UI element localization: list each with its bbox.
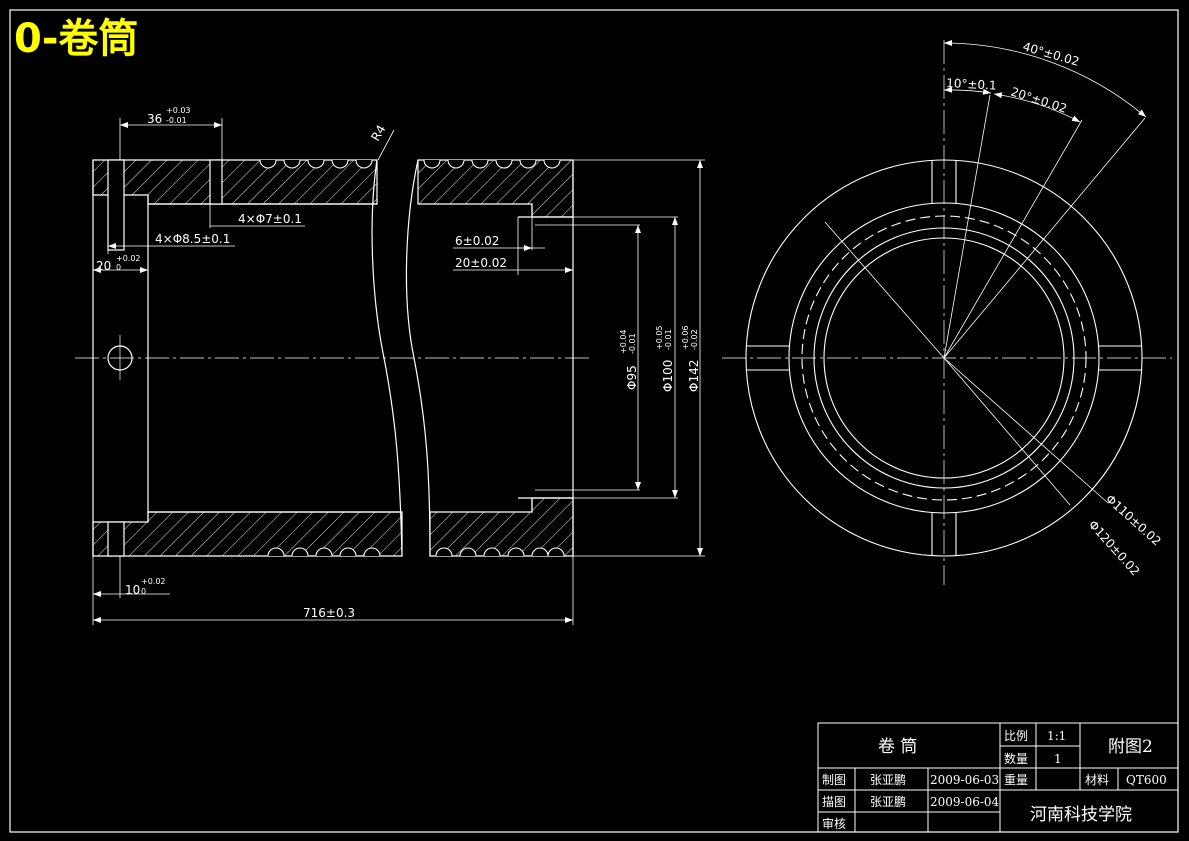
dim-36-lower: -0.01 (166, 116, 187, 125)
tb-checked-label: 审核 (822, 816, 846, 831)
groove-bottom-6 (435, 547, 453, 557)
groove-top-10 (519, 159, 537, 169)
tb-weight-label: 重量 (1004, 773, 1028, 787)
tb-material-label: 材料 (1085, 773, 1109, 787)
second-circle (788, 202, 1100, 514)
break-line-2 (405, 159, 431, 557)
groove-bottom-1 (267, 547, 285, 557)
title-block-texts: 卷 筒 比例 1:1 数量 1 附图2 制图 张亚鹏 2009-06-03 重量… (822, 729, 1167, 831)
dim-phi95-upper: +0.04 (619, 329, 628, 354)
tb-scale-label: 比例 (1004, 729, 1028, 743)
groove-bottom-7 (459, 547, 477, 557)
front-dimensions (92, 118, 705, 625)
outer-circle (745, 159, 1143, 557)
groove-bottom-8 (483, 547, 501, 557)
dim-angle-20: 20°±0.02 (1009, 85, 1069, 116)
break-line-1 (371, 159, 403, 557)
dim-20-left-upper: +0.02 (116, 254, 141, 263)
dim-phi95-lower: -0.01 (628, 333, 637, 354)
page-title: 0-卷筒 (14, 16, 139, 62)
groove-top-7 (447, 159, 465, 169)
groove-bottom-2 (291, 547, 309, 557)
dim-angle-40: 40°±0.02 (1021, 39, 1081, 68)
tb-drawn-name: 张亚鹏 (870, 773, 906, 787)
dim-10: 10 (125, 583, 140, 597)
tb-material-value: QT600 (1126, 773, 1167, 787)
groove-top-6 (423, 159, 441, 169)
sheet-border (9, 9, 1179, 833)
groove-top-4 (331, 159, 349, 169)
dim-phi142-lower: -0.02 (690, 329, 699, 350)
dim-20-left-lower: 0 (116, 263, 121, 272)
dim-4x85: 4×Φ8.5±0.1 (155, 232, 230, 246)
groove-bottom-4 (339, 547, 357, 557)
grooves-top (259, 159, 561, 169)
tb-traced-date: 2009-06-04 (930, 795, 1000, 809)
groove-bottom-11 (547, 547, 565, 557)
bore-circle (823, 237, 1065, 479)
dim-6: 6±0.02 (455, 234, 499, 248)
front-dim-texts: 36 +0.03 -0.01 R4 4×Φ7±0.1 4×Φ8.5±0.1 20… (96, 106, 701, 620)
tb-qty-label: 数量 (1004, 751, 1028, 766)
dim-phi100-upper: +0.05 (655, 325, 664, 350)
tb-scale-value: 1:1 (1047, 729, 1066, 743)
inner-circle-1 (813, 227, 1075, 489)
dim-phi100-lower: -0.01 (664, 329, 673, 350)
groove-top-2 (283, 159, 301, 169)
tb-traced-name: 张亚鹏 (870, 795, 906, 809)
groove-bottom-5 (363, 547, 381, 557)
dim-4x7: 4×Φ7±0.1 (238, 212, 302, 226)
groove-top-3 (307, 159, 325, 169)
tb-drawing-no: 附图2 (1108, 737, 1153, 757)
groove-bottom-3 (315, 547, 333, 557)
dim-20-step: 20±0.02 (455, 256, 507, 270)
top-wall-right (417, 159, 574, 218)
side-view (722, 40, 1172, 585)
grooves-bottom (267, 547, 565, 557)
dim-phi142-upper: +0.06 (681, 325, 690, 350)
dim-r4: R4 (368, 123, 388, 144)
groove-top-5 (355, 159, 373, 169)
groove-top-11 (543, 159, 561, 169)
tb-qty-value: 1 (1054, 752, 1062, 766)
dim-phi100: Φ100 (661, 360, 675, 392)
bottom-wall-left (92, 511, 403, 557)
groove-bottom-9 (507, 547, 525, 557)
side-angular-dims (943, 40, 1147, 123)
tb-school: 河南科技学院 (1030, 805, 1132, 825)
hole-circle-dashed (801, 215, 1087, 501)
groove-top-9 (495, 159, 513, 169)
tb-drawn-label: 制图 (822, 773, 846, 787)
front-view (75, 159, 590, 557)
dim-angle-10: 10°±0.1 (946, 76, 997, 93)
tb-part-name: 卷 筒 (878, 737, 917, 757)
title-block (817, 722, 1179, 833)
hole-top-2 (209, 159, 223, 205)
tb-drawn-date: 2009-06-03 (930, 773, 999, 787)
groove-top-8 (471, 159, 489, 169)
groove-top-1 (259, 159, 277, 169)
dim-10-lower: 0 (141, 587, 146, 596)
dim-20-left: 20 (96, 259, 111, 273)
dim-phi142: Φ142 (687, 360, 701, 392)
bottom-wall-right (429, 497, 574, 557)
dim-phi95: Φ95 (625, 365, 639, 390)
dim-36: 36 (147, 112, 162, 126)
dim-36-upper: +0.03 (166, 106, 191, 115)
groove-bottom-10 (531, 547, 549, 557)
left-hole-top (107, 159, 125, 251)
tb-traced-label: 描图 (822, 795, 846, 809)
dim-716: 716±0.3 (303, 606, 355, 620)
side-dim-texts: 40°±0.02 10°±0.1 20°±0.02 Φ110±0.02 Φ120… (946, 39, 1164, 578)
dim-10-upper: +0.02 (141, 577, 166, 586)
left-hole-bottom (107, 521, 125, 557)
top-wall-left (92, 159, 378, 205)
